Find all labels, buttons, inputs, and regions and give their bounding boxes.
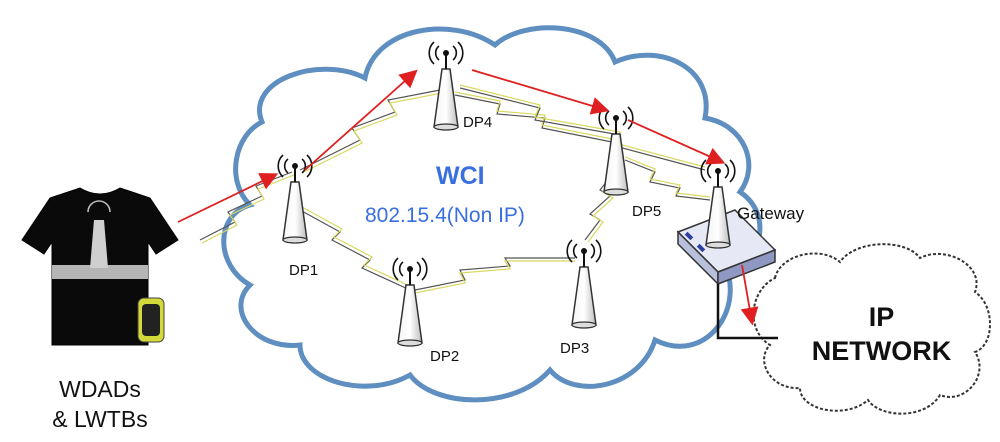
dp3-label: DP3: [560, 340, 590, 357]
gateway-label: Gateway: [737, 204, 805, 223]
arrow-dp4-dp5: [471, 69, 610, 115]
dp1-label: DP1: [289, 262, 319, 279]
dp5-label: DP5: [632, 203, 662, 220]
link-dp1-dp4: [299, 89, 441, 171]
wci-title: WCI: [436, 162, 485, 190]
arrow-gateway-ipnetwork: [740, 264, 759, 326]
dp2-label: DP2: [430, 348, 460, 365]
ip-network-label: IP NETWORK: [794, 300, 969, 368]
arrow-dp1-dp4: [304, 69, 418, 171]
gateway-wire: [716, 284, 778, 340]
arrow-dp5-gateway: [627, 119, 726, 165]
data-flow-arrows: [177, 69, 759, 326]
ip-network-line2: NETWORK: [811, 336, 952, 366]
devices-line1: WDADs: [59, 376, 141, 402]
devices-line2: & LWTBs: [52, 406, 148, 432]
wci-protocol: 802.15.4(Non IP): [365, 204, 525, 227]
dp4-label: DP4: [463, 114, 493, 131]
link-dp1-dp2: [299, 209, 411, 291]
wearable-tshirt: [21, 187, 179, 346]
devices-label: WDADs & LWTBs: [30, 374, 170, 434]
link-dp3-dp5: [584, 174, 613, 241]
arrow-device-dp1: [177, 173, 279, 223]
link-dp5-gateway: [624, 159, 711, 201]
link-dp4-gateway: [459, 87, 706, 171]
link-dp4-dp5: [454, 94, 613, 143]
link-dp2-dp3: [414, 257, 575, 291]
ip-network-line1: IP: [868, 302, 895, 332]
wireless-links: [199, 84, 711, 294]
ip-network-cloud: [752, 243, 991, 415]
